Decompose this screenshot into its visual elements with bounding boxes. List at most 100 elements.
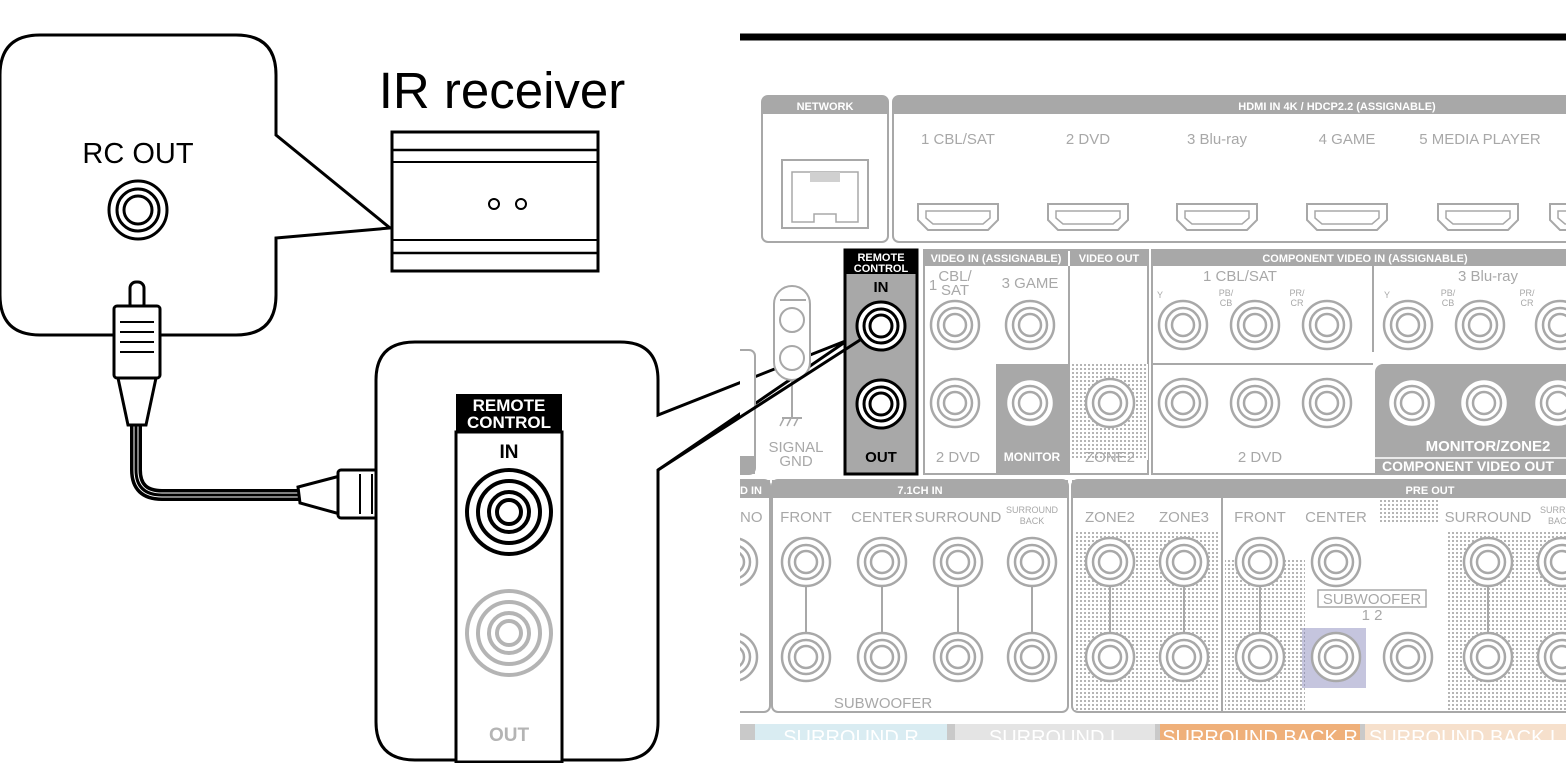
svg-text:CONTROL: CONTROL bbox=[854, 263, 909, 275]
svg-text:SURROUND: SURROUND bbox=[1006, 505, 1059, 515]
pre-out-jack bbox=[1310, 631, 1362, 683]
ch71-jack bbox=[1006, 631, 1058, 683]
svg-text:2 DVD: 2 DVD bbox=[1238, 449, 1282, 466]
pre-out-header: PRE OUT bbox=[1406, 485, 1455, 497]
ch71-jack bbox=[740, 631, 759, 683]
remote-out-jack bbox=[465, 589, 553, 677]
svg-text:ZONE2: ZONE2 bbox=[1085, 449, 1135, 466]
hdmi-input-label: 2 DVD bbox=[1066, 131, 1110, 148]
component-jack bbox=[1458, 377, 1510, 429]
component-jack bbox=[1382, 299, 1434, 351]
device-callout-bubble bbox=[0, 33, 394, 337]
svg-text:PR/: PR/ bbox=[1519, 288, 1535, 298]
hdmi-header: HDMI IN 4K / HDCP2.2 (ASSIGNABLE) bbox=[1238, 101, 1436, 113]
svg-text:FRONT: FRONT bbox=[1234, 509, 1286, 526]
svg-text:CB: CB bbox=[1220, 298, 1233, 308]
video-jack bbox=[1084, 377, 1136, 429]
svg-text:3 Blu-ray: 3 Blu-ray bbox=[1458, 268, 1519, 285]
hdmi-input-label: 1 CBL/SAT bbox=[921, 131, 995, 148]
svg-text:ZONE3: ZONE3 bbox=[1159, 509, 1209, 526]
svg-text:COMPONENT VIDEO OUT: COMPONENT VIDEO OUT bbox=[1382, 458, 1554, 474]
svg-text:1 2: 1 2 bbox=[1362, 607, 1383, 624]
svg-text:SAT: SAT bbox=[941, 282, 969, 299]
component-jack bbox=[1157, 377, 1209, 429]
svg-text:REMOTE: REMOTE bbox=[473, 396, 546, 415]
svg-text:CONTROL: CONTROL bbox=[467, 413, 551, 432]
panel-remote-in-label: IN bbox=[874, 279, 889, 296]
svg-text:1: 1 bbox=[929, 277, 937, 294]
ch71-jack bbox=[932, 631, 984, 683]
ir-receiver: IR receiver bbox=[379, 62, 626, 273]
hdmi-input-label: 3 Blu-ray bbox=[1187, 131, 1248, 148]
rc-out-label: RC OUT bbox=[82, 138, 193, 170]
pre-out-jack bbox=[1234, 536, 1286, 588]
svg-text:GND: GND bbox=[779, 453, 813, 470]
svg-text:CENTER: CENTER bbox=[1305, 509, 1367, 526]
panel-remote-in-jack bbox=[855, 300, 907, 352]
svg-text:SIGNAL: SIGNAL bbox=[768, 439, 823, 456]
hdmi-input-label: 5 MEDIA PLAYER bbox=[1419, 131, 1541, 148]
ch71-jack bbox=[856, 631, 908, 683]
ethernet-port-icon bbox=[781, 159, 869, 229]
svg-text:Y: Y bbox=[1384, 290, 1390, 300]
svg-text:MONITOR: MONITOR bbox=[1004, 450, 1061, 464]
svg-text:REMOTE: REMOTE bbox=[857, 252, 904, 264]
video-jack bbox=[929, 377, 981, 429]
svg-text:1 CBL/SAT: 1 CBL/SAT bbox=[1203, 268, 1277, 285]
ch71-jack bbox=[780, 536, 832, 588]
callout-pointer-line bbox=[657, 338, 861, 472]
rca-plug-top bbox=[112, 280, 162, 427]
component-jack bbox=[1454, 299, 1506, 351]
svg-text:SURRO: SURRO bbox=[1540, 505, 1566, 515]
remote-control-header bbox=[456, 394, 562, 432]
component-jack bbox=[1157, 299, 1209, 351]
svg-text:MONITOR/ZONE2: MONITOR/ZONE2 bbox=[1426, 438, 1551, 455]
svg-text:SURROUND: SURROUND bbox=[1445, 509, 1532, 526]
ch71-jack bbox=[780, 631, 832, 683]
svg-text:3 GAME: 3 GAME bbox=[1002, 275, 1059, 292]
svg-text:PR/: PR/ bbox=[1289, 288, 1305, 298]
ch71-jack bbox=[1006, 536, 1058, 588]
svg-text:FRONT: FRONT bbox=[780, 509, 832, 526]
component-jack bbox=[1301, 299, 1353, 351]
component-jack bbox=[1229, 377, 1281, 429]
ch71-jack bbox=[932, 536, 984, 588]
pre-out-jack bbox=[1310, 536, 1362, 588]
ch71-jack bbox=[740, 536, 759, 588]
svg-text:Y: Y bbox=[1157, 290, 1163, 300]
svg-text:BACK: BACK bbox=[1020, 516, 1045, 526]
pre-out-jack bbox=[1462, 536, 1514, 588]
svg-text:PB/: PB/ bbox=[1441, 288, 1456, 298]
panel-remote-out-jack bbox=[855, 378, 907, 430]
remote-control-section: REMOTE CONTROL IN OUT bbox=[843, 248, 919, 476]
svg-text:2 DVD: 2 DVD bbox=[936, 449, 980, 466]
svg-text:D IN: D IN bbox=[740, 485, 762, 497]
remote-in-jack bbox=[465, 468, 553, 556]
component-jack bbox=[1386, 377, 1438, 429]
video-jack bbox=[1004, 377, 1056, 429]
video-jack bbox=[929, 299, 981, 351]
component-header: COMPONENT VIDEO IN (ASSIGNABLE) bbox=[1262, 253, 1468, 265]
svg-text:CR: CR bbox=[1291, 298, 1304, 308]
hdmi-port-icon bbox=[1176, 203, 1258, 231]
pre-out-jack bbox=[1158, 631, 1210, 683]
svg-text:CB: CB bbox=[1442, 298, 1455, 308]
video-in-header: VIDEO IN (ASSIGNABLE) bbox=[931, 253, 1062, 265]
remote-in-label: IN bbox=[500, 442, 519, 463]
ir-sensor-icon bbox=[488, 198, 500, 210]
panel-remote-out-label: OUT bbox=[865, 449, 897, 466]
pre-out-jack bbox=[1462, 631, 1514, 683]
ch71-subwoofer-label: SUBWOOFER bbox=[834, 695, 933, 712]
hdmi-port-icon bbox=[917, 203, 999, 231]
hdmi-input-label: 4 GAME bbox=[1319, 131, 1376, 148]
ir-sensor-icon bbox=[515, 198, 527, 210]
external-device: RC OUT bbox=[0, 33, 394, 337]
hdmi-port-icon bbox=[1306, 203, 1388, 231]
svg-text:CR: CR bbox=[1521, 298, 1534, 308]
receiver-rear-panel: NETWORK HDMI IN 4K / HDCP2.2 (ASSIGNABLE… bbox=[740, 95, 1566, 749]
svg-text:CENTER: CENTER bbox=[851, 509, 913, 526]
ir-receiver-title: IR receiver bbox=[379, 62, 626, 119]
network-label: NETWORK bbox=[797, 101, 854, 113]
rc-out-jack bbox=[107, 179, 169, 241]
